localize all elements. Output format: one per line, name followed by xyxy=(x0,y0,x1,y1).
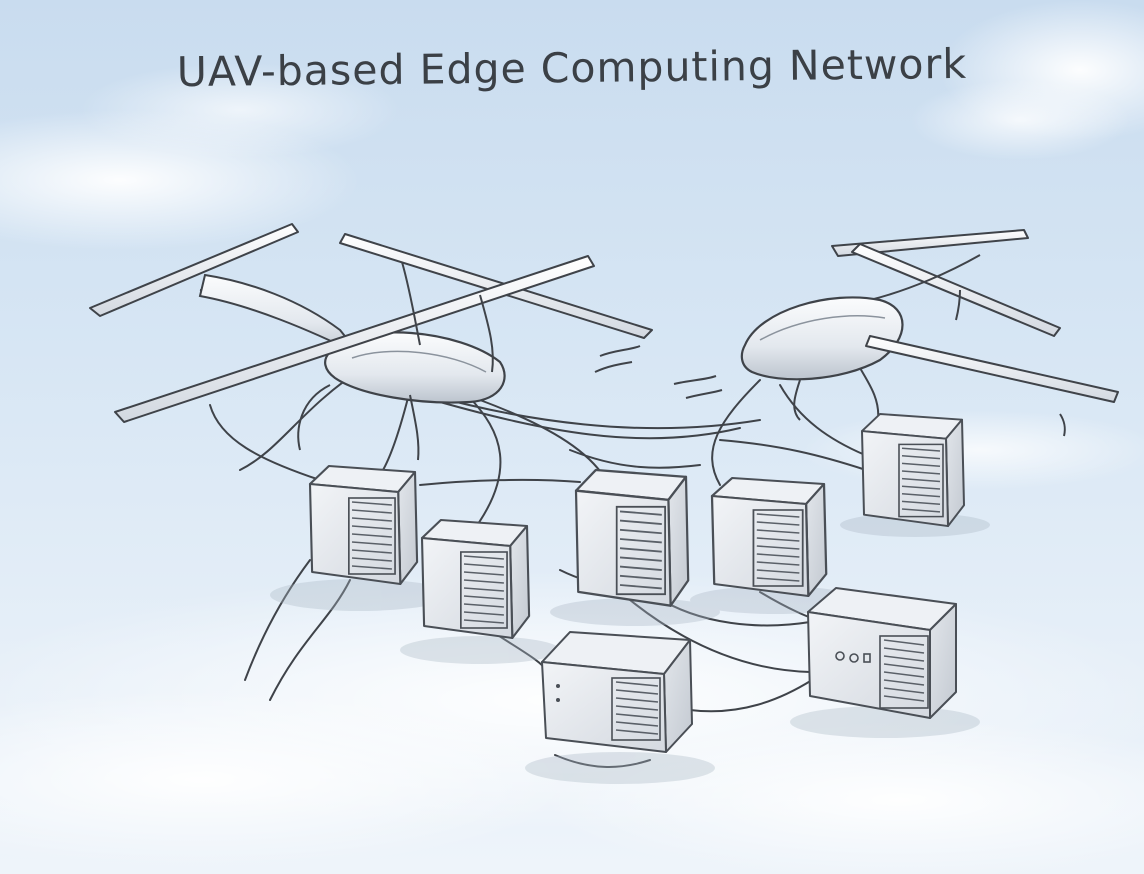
edge-server-1 xyxy=(308,464,419,586)
cable-link xyxy=(239,369,361,471)
cable-connections xyxy=(209,369,867,768)
cable-link xyxy=(244,559,311,681)
cable-link xyxy=(711,379,761,486)
cable-link xyxy=(429,394,761,430)
edge-server-2 xyxy=(420,518,531,640)
cable-link xyxy=(419,478,581,486)
cable-link xyxy=(269,579,351,701)
edge-server-3 xyxy=(574,468,690,607)
cable-link xyxy=(469,397,502,536)
cable-link xyxy=(209,404,321,481)
cable-link xyxy=(719,439,867,471)
cable-link xyxy=(689,679,813,713)
cable-link xyxy=(379,389,411,476)
edge-server-5 xyxy=(861,413,965,528)
edge-server-7 xyxy=(807,587,957,719)
edge-server-4 xyxy=(710,476,828,598)
cable-link xyxy=(439,401,741,440)
cable-link xyxy=(569,449,701,469)
edge-server-6 xyxy=(541,631,693,753)
box-shadows xyxy=(270,513,990,784)
uav-right xyxy=(673,229,1119,437)
cable-link xyxy=(629,599,811,673)
uav-left xyxy=(89,223,653,461)
cable-link xyxy=(779,384,866,456)
cable-link xyxy=(554,754,651,768)
